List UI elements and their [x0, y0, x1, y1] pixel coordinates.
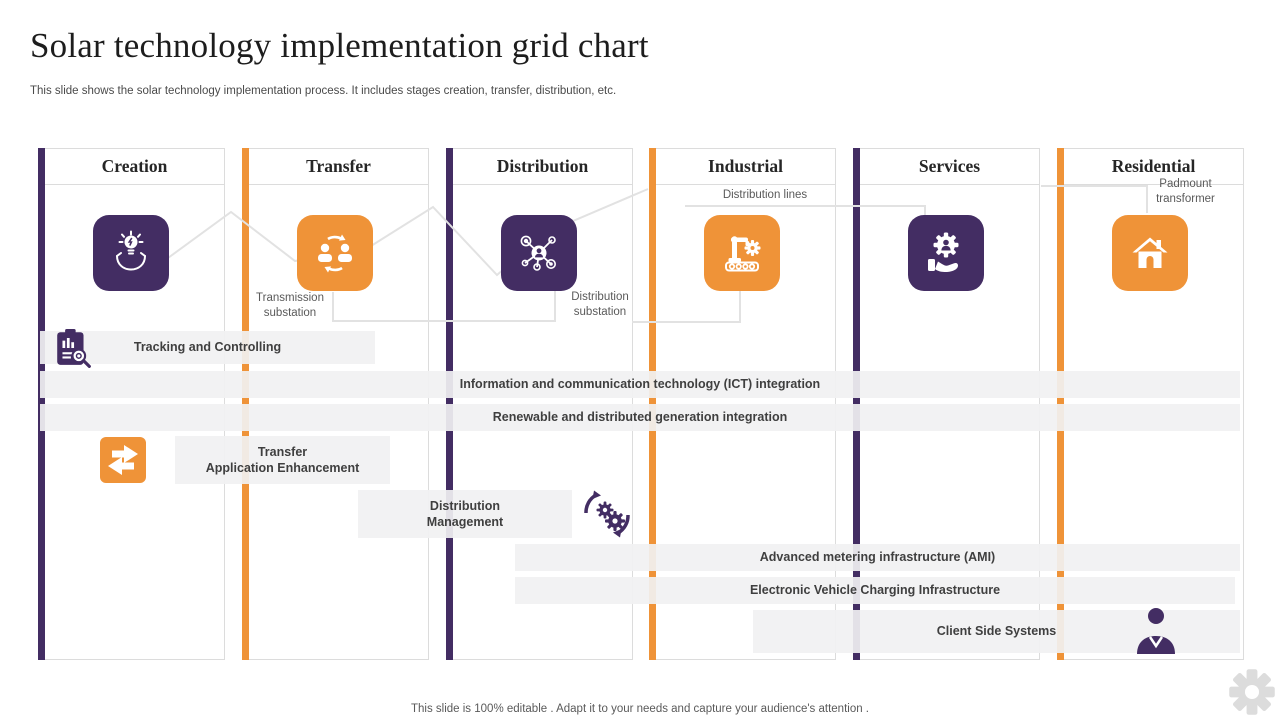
- gears-sync-icon: [580, 489, 634, 544]
- bar-ev-charging: Electronic Vehicle Charging Infrastructu…: [515, 577, 1235, 604]
- swap-arrows-icon: [100, 437, 146, 483]
- column-header: Creation: [45, 149, 224, 185]
- column-header: Distribution: [453, 149, 632, 185]
- robotic-arm-icon: [704, 215, 780, 291]
- clipboard-magnifier-icon: [55, 328, 91, 373]
- people-sync-icon: [297, 215, 373, 291]
- annotation-distribution-lines: Distribution lines: [722, 189, 808, 201]
- bar-transfer-application-enhancement: Transfer Application Enhancement: [175, 436, 390, 484]
- house-icon: [1112, 215, 1188, 291]
- annotation-distribution-substation: Distribution substation: [571, 291, 629, 318]
- hands-lightbulb-icon: [93, 215, 169, 291]
- bar-ict-integration: Information and communication technology…: [40, 371, 1240, 398]
- column-header: Industrial: [656, 149, 835, 185]
- page-title: Solar technology implementation grid cha…: [30, 26, 649, 65]
- bar-distribution-management: Distribution Management: [358, 490, 572, 538]
- businessman-icon: [1128, 606, 1184, 659]
- bar-tracking-and-controlling: Tracking and Controlling: [40, 331, 375, 364]
- bar-ami: Advanced metering infrastructure (AMI): [515, 544, 1240, 571]
- column-header: Services: [860, 149, 1039, 185]
- annotation-transmission-substation: Transmission substation: [256, 292, 324, 319]
- footer-note: This slide is 100% editable . Adapt it t…: [410, 703, 869, 715]
- gear-watermark-icon: [1226, 666, 1278, 720]
- annotation-padmount-transformer: Padmount transformer: [1156, 178, 1215, 205]
- network-nodes-icon: [501, 215, 577, 291]
- bar-renewable-integration: Renewable and distributed generation int…: [40, 404, 1240, 431]
- hand-gear-icon: [908, 215, 984, 291]
- page-subtitle: This slide shows the solar technology im…: [30, 85, 617, 97]
- column-header: Residential: [1064, 149, 1243, 185]
- column-header: Transfer: [249, 149, 428, 185]
